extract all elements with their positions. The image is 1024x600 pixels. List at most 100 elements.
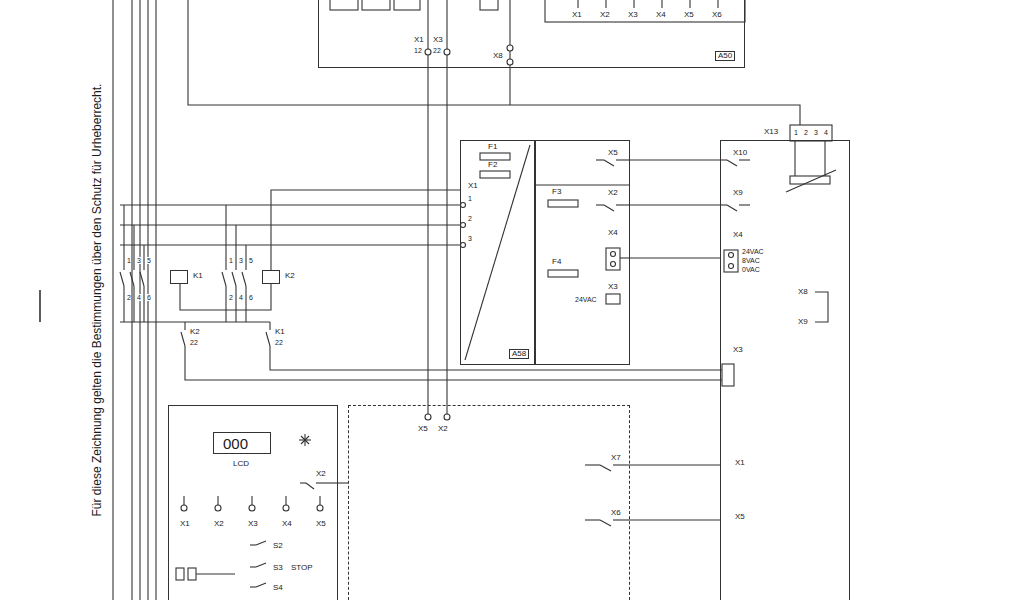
contact-symbol (130, 272, 134, 286)
wire (630, 159, 720, 160)
terminal-block (606, 294, 620, 304)
switch-symbol (600, 465, 611, 471)
pin-label: X1 (468, 182, 478, 190)
switch-symbol (613, 519, 630, 520)
contact-wire (245, 245, 246, 270)
pin-label: 4 (239, 294, 243, 301)
terminal-block (722, 364, 734, 386)
terminal-pin (461, 243, 466, 248)
pin-label: 3 (468, 235, 472, 242)
node-label: X3 (733, 346, 743, 354)
pin-label: 24VAC (575, 296, 597, 303)
node-label: LCD (233, 460, 249, 468)
pin-label: X8 (493, 52, 503, 60)
potentiometer-wire (824, 141, 825, 176)
pin-label: 1 (794, 129, 798, 136)
pin-label: 2 (468, 215, 472, 222)
contact-symbol (232, 272, 236, 286)
pin-label: X3 (248, 520, 258, 528)
node-label: X1 (735, 459, 745, 467)
terminal-lead (183, 496, 184, 505)
switch-symbol (727, 205, 737, 211)
relay-block (362, 0, 390, 10)
pin-label: 22 (433, 47, 441, 54)
switch-symbol (604, 160, 614, 166)
pin-label: 5 (249, 257, 253, 264)
terminal-pin (215, 505, 221, 511)
node-label: K1 (193, 272, 203, 280)
dip-switch (188, 568, 196, 580)
pin-label: 24VAC (742, 248, 764, 255)
pin-label: 1 (468, 195, 472, 202)
pin-label: X9 (798, 318, 808, 326)
node-label: X5 (608, 149, 618, 157)
switch-symbol (600, 520, 611, 526)
fuse-symbol (480, 153, 510, 160)
fuse-symbol (480, 171, 510, 178)
contact-symbol (242, 272, 246, 286)
node-label: X2 (608, 189, 618, 197)
aux-contact-symbol (181, 332, 185, 346)
switch-symbol (300, 482, 306, 483)
pushbutton-symbol (250, 566, 256, 567)
pin-label: F2 (488, 161, 497, 169)
switch-symbol (596, 159, 604, 160)
contact-wire (235, 286, 236, 322)
terminal-strip (545, 0, 745, 22)
connector-pin (507, 45, 513, 51)
connector-pin (444, 414, 450, 420)
terminal-tick (605, 0, 606, 8)
pin-label: X2 (214, 520, 224, 528)
pin-label: 1 (229, 257, 233, 264)
pin-label: F3 (552, 188, 561, 196)
terminal-pin (249, 505, 255, 511)
switch-symbol (613, 464, 630, 465)
node-label: 000 (223, 436, 248, 451)
relay-block (394, 0, 420, 10)
pushbutton-symbol (250, 586, 256, 587)
connector-pin (425, 414, 431, 420)
terminal-pin (181, 505, 187, 511)
pin-label: X5 (418, 425, 428, 433)
contactor-coil: K1 (170, 270, 188, 284)
contact-wire (123, 205, 124, 270)
terminal-block (790, 125, 832, 141)
pin-label: 12 (414, 47, 422, 54)
switch-symbol (739, 204, 750, 205)
signal-wire (446, 0, 447, 414)
switch-symbol (739, 159, 750, 160)
switch-symbol (604, 205, 614, 211)
box-divider (535, 184, 630, 185)
operator-panel: S2S3STOPS4000LCD (168, 405, 338, 600)
control-board: X7X6 (348, 405, 630, 600)
pin-label: 3 (239, 257, 243, 264)
pin-label: X3 (628, 11, 638, 19)
switch-symbol (585, 464, 600, 465)
bridge-symbol (815, 292, 828, 322)
contact-wire (133, 286, 134, 322)
wire (338, 482, 348, 483)
pin-label: X5 (684, 11, 694, 19)
node-label: X7 (611, 454, 621, 462)
fuse-symbol (548, 200, 578, 207)
terminal-lead (251, 496, 252, 505)
connector-pin (444, 49, 450, 55)
node-label: K2 (285, 272, 295, 280)
pin-label: 1 (127, 257, 131, 264)
phase-line (120, 204, 460, 205)
module-diagonal (465, 145, 530, 360)
terminal-pin (283, 505, 289, 511)
potentiometer-arrow (786, 170, 836, 192)
terminal-lead (217, 496, 218, 505)
terminal-lead (319, 496, 320, 505)
node-label: X10 (733, 149, 747, 157)
contact-wire (225, 205, 226, 270)
contact-symbol (140, 272, 144, 286)
bus-line (155, 0, 156, 600)
contact-wire (123, 286, 124, 322)
motor-line (120, 321, 270, 322)
pin-label: X5 (316, 520, 326, 528)
signal-wire (509, 0, 510, 105)
terminal-tick (577, 0, 578, 8)
